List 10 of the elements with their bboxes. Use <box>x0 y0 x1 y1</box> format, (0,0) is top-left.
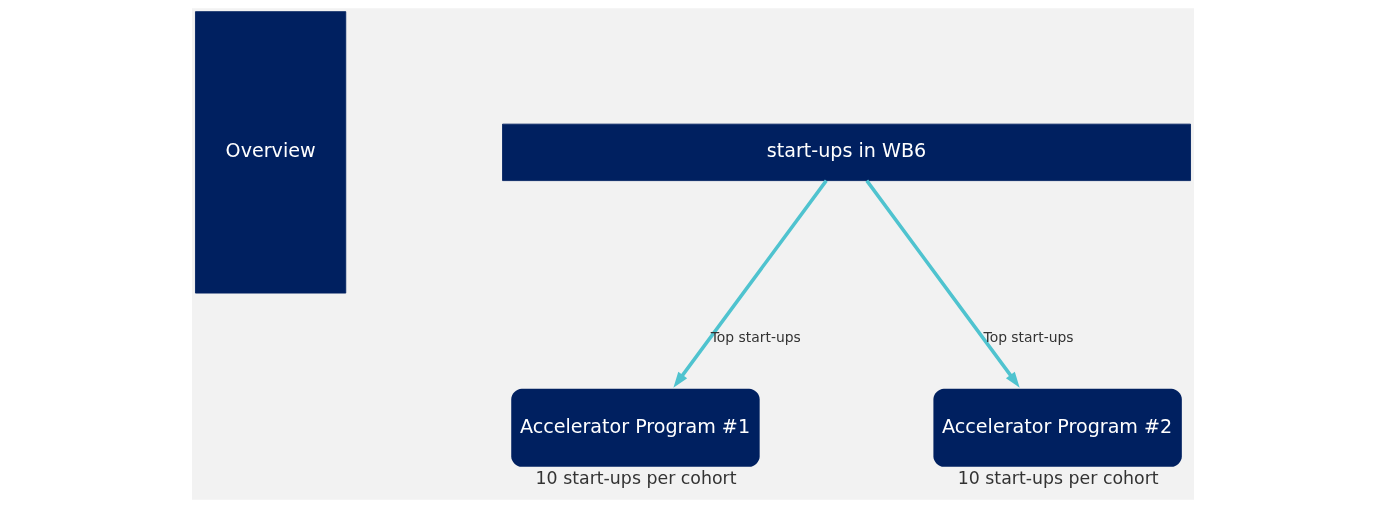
node-box: Overview <box>195 11 347 294</box>
node-label: 10 start-ups per cohort <box>535 468 737 489</box>
node-box: start-ups in WB6 <box>502 123 1191 182</box>
arrow <box>865 179 1020 388</box>
node-box: Accelerator Program #2 <box>933 388 1182 467</box>
edge-label: Top start-ups <box>983 328 1074 345</box>
node-label: 10 start-ups per cohort <box>957 468 1159 489</box>
arrow <box>673 179 828 388</box>
node-box: Accelerator Program #1 <box>511 388 760 467</box>
edge-label: Top start-ups <box>710 328 801 345</box>
